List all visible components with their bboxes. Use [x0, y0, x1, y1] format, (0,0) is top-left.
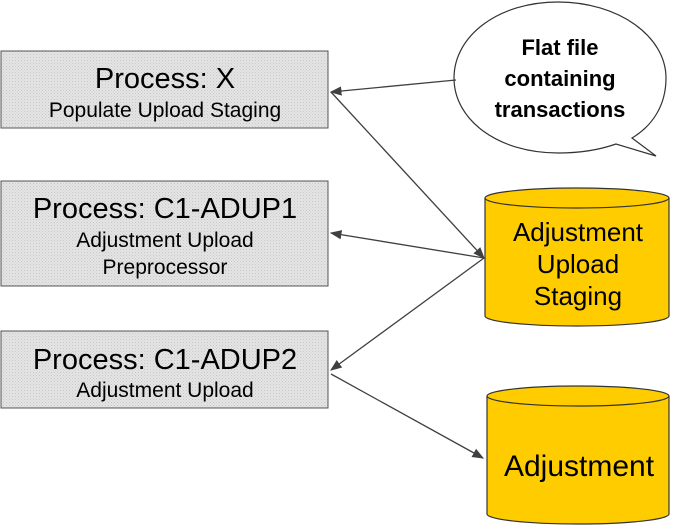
- adjustment-store: Adjustment: [486, 385, 670, 525]
- arrow-process-x-to-staging: [330, 91, 485, 259]
- arrow-c1-adup2-to-adjustment: [330, 373, 485, 459]
- process-c1-adup1-box: Process: C1-ADUP1 Adjustment Upload Prep…: [0, 180, 329, 287]
- adjustment-upload-staging-store: Adjustment Upload Staging: [484, 187, 670, 327]
- process-c1-adup2-subtitle: Adjustment Upload: [76, 379, 253, 402]
- process-c1-adup2-title: Process: C1-ADUP2: [33, 344, 297, 376]
- process-c1-adup1-title: Process: C1-ADUP1: [33, 193, 297, 225]
- staging-store-line-3: Staging: [534, 281, 622, 311]
- process-c1-adup1-subtitle-line1: Adjustment Upload: [76, 229, 253, 252]
- adjustment-store-label: Adjustment: [504, 450, 655, 483]
- callout-line-3: transactions: [495, 97, 626, 122]
- arrow-staging-to-c1-adup2: [330, 257, 485, 371]
- process-x-box: Process: X Populate Upload Staging: [0, 50, 329, 129]
- staging-store-line-1: Adjustment: [513, 217, 644, 247]
- arrow-callout-to-process-x: [329, 79, 457, 96]
- flat-file-callout: Flat file containing transactions: [453, 1, 667, 157]
- staging-store-line-2: Upload: [537, 249, 619, 279]
- process-c1-adup1-subtitle-line2: Preprocessor: [103, 256, 228, 279]
- callout-line-1: Flat file: [521, 35, 598, 60]
- process-x-title: Process: X: [95, 63, 235, 95]
- callout-line-2: containing: [504, 66, 615, 91]
- arrow-staging-to-c1-adup1: [329, 230, 485, 259]
- process-x-subtitle: Populate Upload Staging: [49, 99, 281, 122]
- process-c1-adup2-box: Process: C1-ADUP2 Adjustment Upload: [0, 330, 329, 409]
